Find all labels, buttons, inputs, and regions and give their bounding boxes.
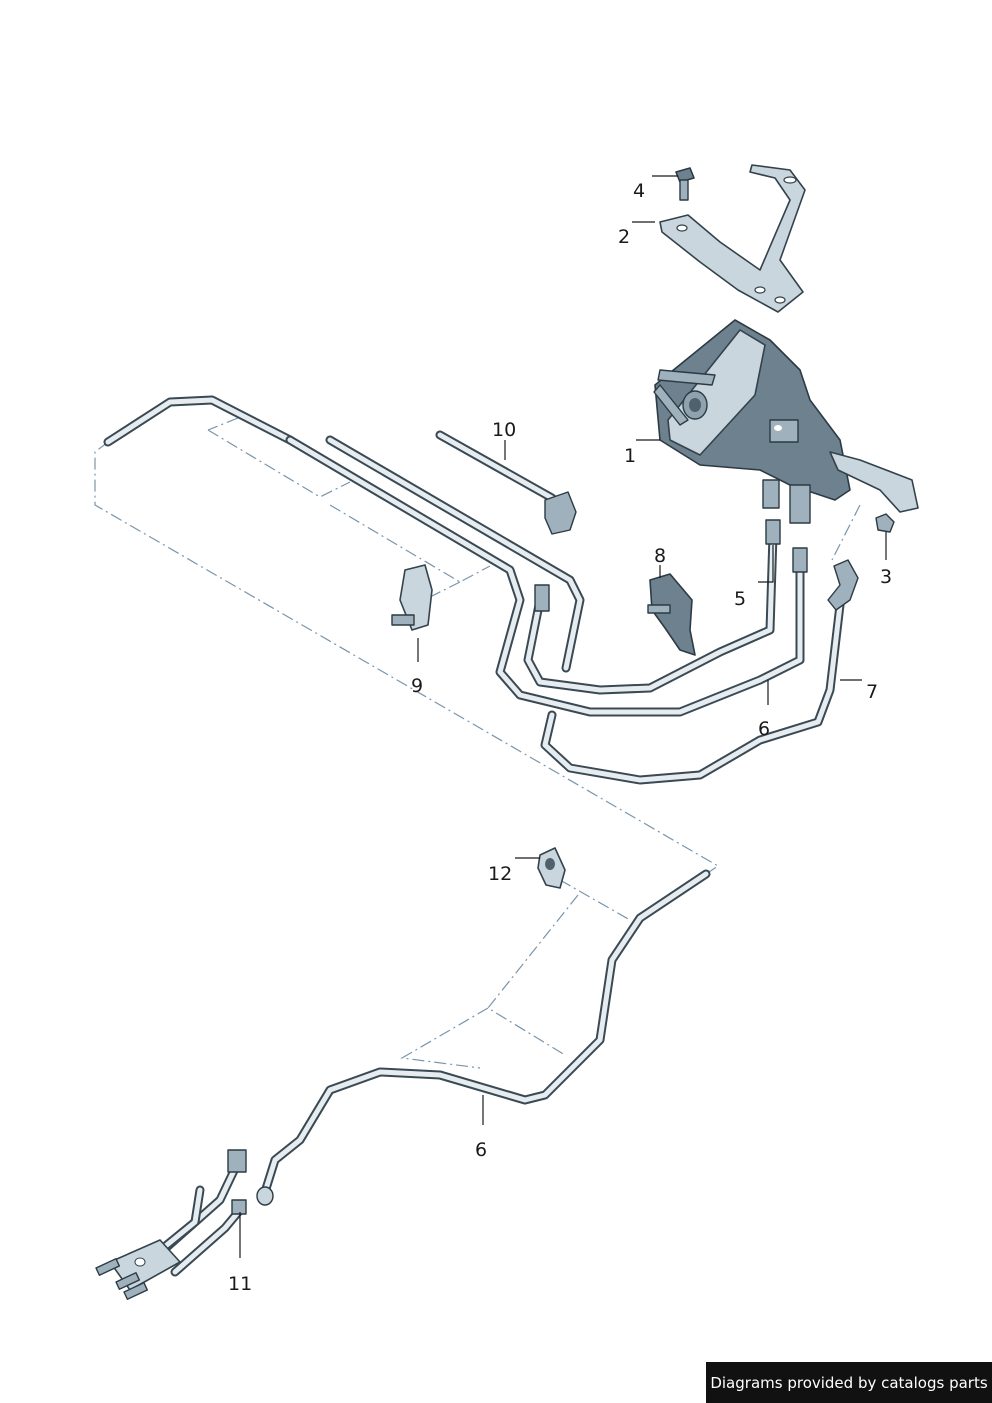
- callout-4: 4: [633, 180, 645, 202]
- callout-5: 5: [734, 588, 746, 610]
- pipe-connectors: [227, 491, 859, 1215]
- mounting-bracket: [659, 164, 806, 313]
- leader-lines: [239, 175, 887, 1258]
- nut: [875, 513, 895, 533]
- pipe-clip-12: [537, 847, 566, 889]
- bolt: [675, 167, 695, 201]
- callout-10: 10: [492, 419, 516, 441]
- callout-8: 8: [654, 545, 666, 567]
- callout-12: 12: [488, 863, 512, 885]
- callout-labels: 1 2 3 4 5 6 6 7 8 9 10 11 12: [228, 180, 892, 1295]
- callout-3: 3: [880, 566, 892, 588]
- callout-1: 1: [624, 445, 636, 467]
- callout-6-upper: 6: [758, 718, 770, 740]
- callout-6-lower: 6: [475, 1139, 487, 1161]
- expansion-tank: [653, 319, 919, 524]
- pipe-clip-8: [647, 573, 696, 656]
- attribution-badge[interactable]: Diagrams provided by catalogs parts: [706, 1362, 992, 1403]
- assembly-reference-lines: [94, 417, 861, 1069]
- callout-2: 2: [618, 226, 630, 248]
- coolant-pipes: [103, 395, 845, 1280]
- callout-11: 11: [228, 1273, 252, 1295]
- pipe-clip-9: [391, 564, 433, 631]
- callout-7: 7: [866, 681, 878, 703]
- pipe-manifold-11: [95, 1239, 181, 1300]
- callout-9: 9: [411, 675, 423, 697]
